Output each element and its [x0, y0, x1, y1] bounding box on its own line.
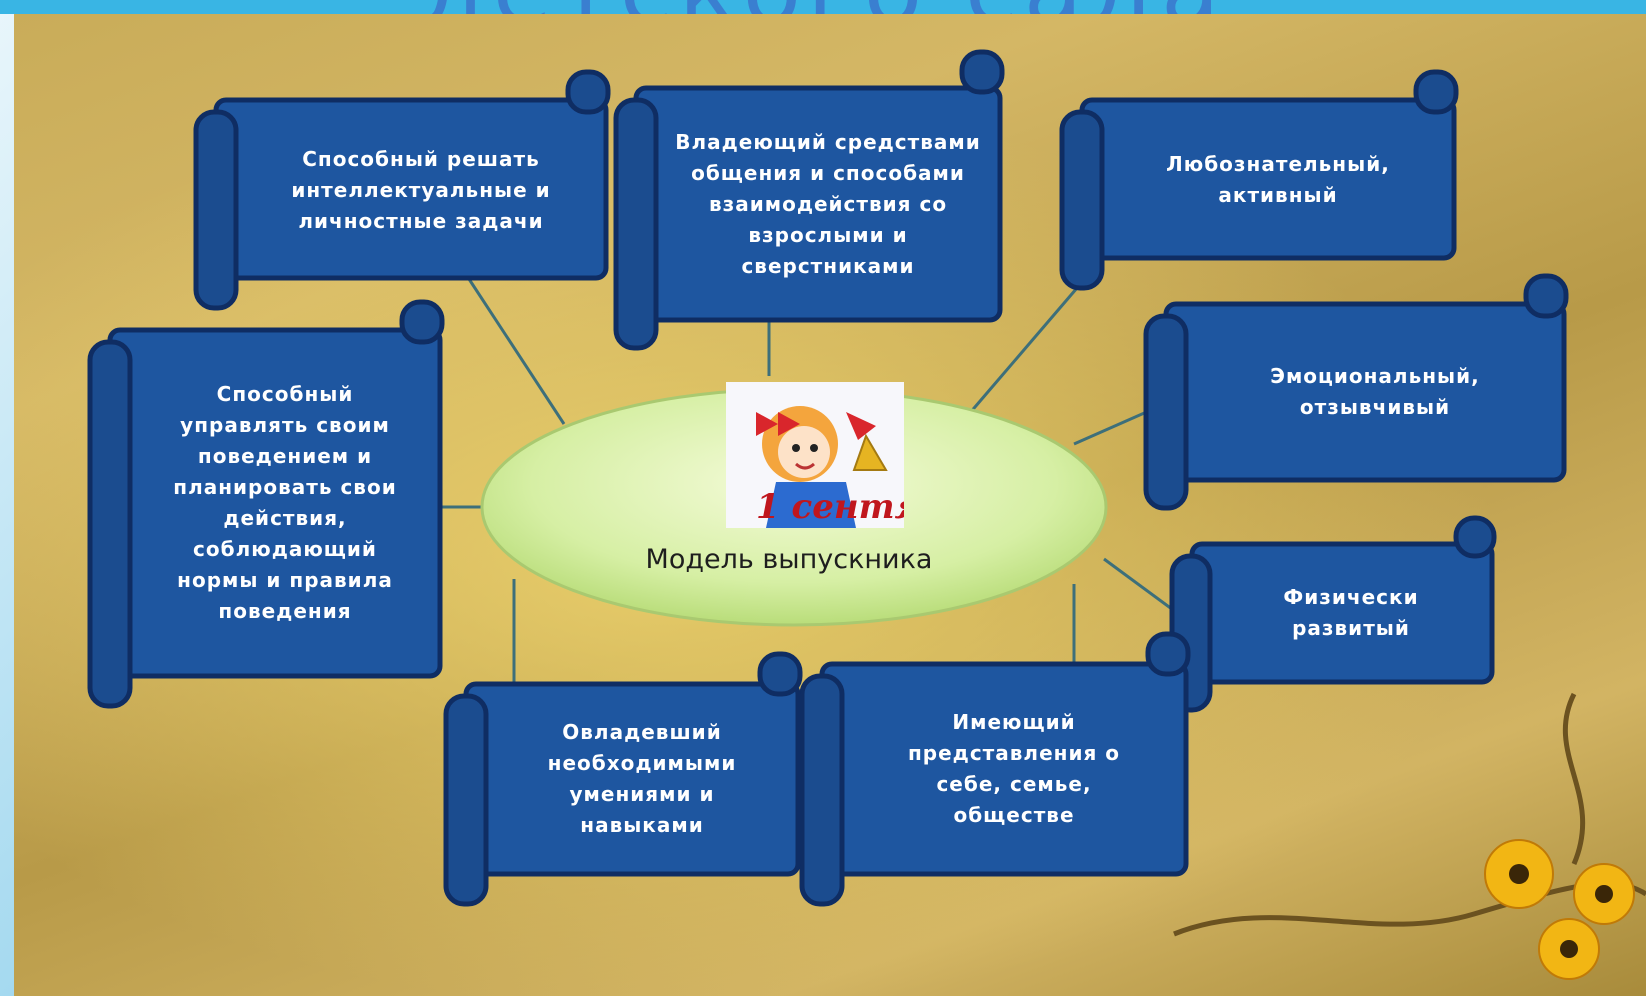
node-communication-text: Владеющий средствами общения и способами…: [675, 129, 981, 278]
scroll-shapes: [87, 49, 1569, 907]
scroll-shape-emotional: [1143, 273, 1569, 511]
node-intellectual-text: Способный решать интеллектуальные и личн…: [291, 146, 551, 233]
node-curious-text: Любознательный, активный: [1166, 152, 1390, 207]
node-intellectual: Способный решать интеллектуальные и личн…: [246, 110, 596, 270]
scroll-shape-communication: [613, 49, 1005, 351]
node-skills-text: Овладевший необходимыми умениями и навык…: [547, 720, 737, 837]
connector-intellectual: [467, 278, 566, 425]
connector-curious: [967, 273, 1091, 415]
scroll-shape-intellectual: [193, 69, 611, 311]
node-skills: Овладевший необходимыми умениями и навык…: [496, 694, 788, 864]
girl-dress: [766, 482, 856, 528]
slide-canvas: Способный решать интеллектуальные и личн…: [14, 14, 1646, 996]
node-self-awareness: Имеющий представления о себе, семье, общ…: [852, 674, 1176, 864]
center-label: Модель выпускника: [645, 544, 933, 575]
node-physical-text: Физически развитый: [1283, 585, 1419, 640]
slide-frame-top: [0, 0, 1646, 14]
hair-bow: [756, 412, 800, 436]
bell-icon: [852, 433, 888, 471]
background-title: детского сада: [0, 0, 1646, 18]
scroll-shape-physical: [1169, 515, 1497, 713]
first-september-badge: 1 сентября: [726, 382, 904, 528]
node-communication: Владеющий средствами общения и способами…: [666, 98, 990, 310]
scroll-shape-curious: [1059, 69, 1459, 291]
node-curious: Любознательный, активный: [1112, 110, 1444, 250]
node-emotional-text: Эмоциональный, отзывчивый: [1270, 364, 1480, 419]
scroll-shape-self-awareness: [799, 631, 1191, 907]
node-behavior-text: Способный управлять своим поведением и п…: [173, 382, 397, 623]
flower-decoration: [1173, 692, 1646, 980]
node-physical: Физически развитый: [1220, 554, 1482, 672]
node-self-awareness-text: Имеющий представления о себе, семье, общ…: [907, 710, 1121, 827]
node-behavior: Способный управлять своим поведением и п…: [140, 340, 430, 666]
scroll-shape-behavior: [87, 299, 445, 709]
girl-face: [778, 426, 830, 478]
connector-lines: [419, 273, 1200, 684]
scroll-shape-skills: [443, 651, 803, 907]
diagram-graphics: [87, 49, 1646, 980]
node-emotional: Эмоциональный, отзывчивый: [1196, 314, 1554, 470]
badge-caption: 1 сентября: [756, 487, 904, 527]
